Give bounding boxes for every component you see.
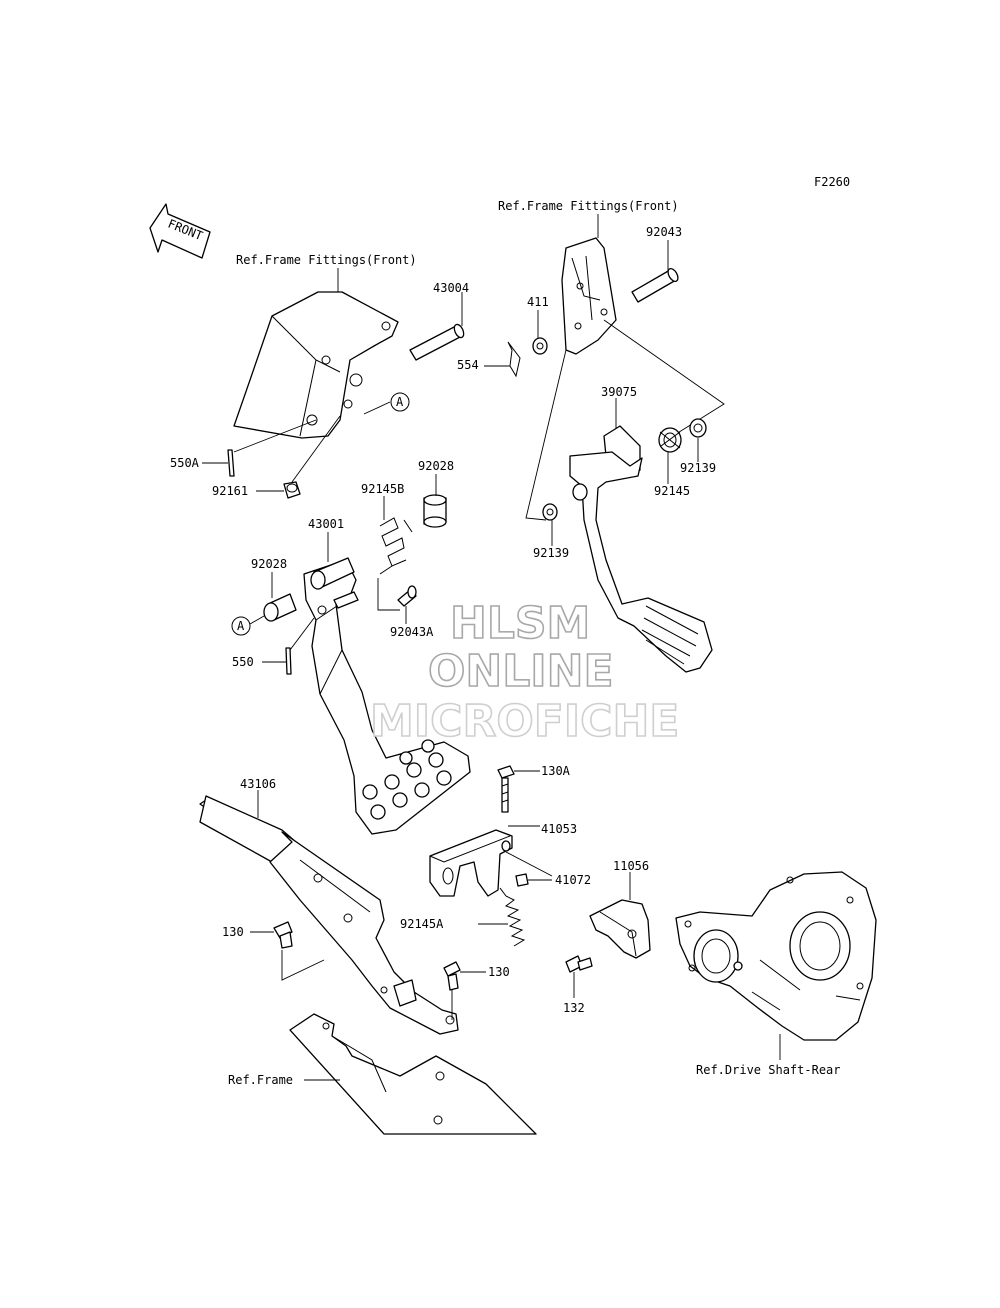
frame — [289, 1013, 537, 1135]
bracket-11056 — [589, 899, 651, 959]
label-92145B: 92145B — [361, 482, 404, 496]
ref-drive-shaft-rear: Ref.Drive Shaft-Rear — [696, 1063, 841, 1077]
label-130A: 130A — [541, 764, 571, 778]
label-92043: 92043 — [646, 225, 682, 239]
pin-92043 — [631, 267, 679, 303]
drive-shaft-housing — [675, 871, 877, 1041]
bolt-130-right — [443, 961, 461, 991]
bushing-92028-left — [263, 593, 297, 622]
label-43001: 43001 — [308, 517, 344, 531]
spring-92145B — [379, 517, 413, 575]
spring-92145 — [658, 427, 682, 453]
bolt-130A — [497, 765, 515, 813]
label-92139-upper: 92139 — [680, 461, 716, 475]
label-41053: 41053 — [541, 822, 577, 836]
parking-lever-43106 — [199, 795, 459, 1035]
label-130-left: 130 — [222, 925, 244, 939]
label-130-right: 130 — [488, 965, 510, 979]
bracket-41053 — [429, 829, 513, 897]
bolt-132 — [565, 955, 593, 973]
label-92043A: 92043A — [390, 625, 434, 639]
bushing-92139-lower — [542, 503, 558, 521]
label-550: 550 — [232, 655, 254, 669]
label-11056: 11056 — [613, 859, 649, 873]
label-92028-upper: 92028 — [418, 459, 454, 473]
label-550A: 550A — [170, 456, 200, 470]
bushing-92139-upper — [689, 418, 707, 438]
brake-pedal-hub — [310, 557, 359, 609]
label-92139-lower: 92139 — [533, 546, 569, 560]
label-132: 132 — [563, 1001, 585, 1015]
bushing-92028-upper — [423, 494, 447, 528]
accelerator-pedal — [569, 451, 713, 673]
front-arrow-icon: FRONT — [149, 203, 211, 259]
callout-a-left: A — [237, 619, 245, 633]
bolt-130-left — [273, 921, 293, 949]
label-41072: 41072 — [555, 873, 591, 887]
label-39075: 39075 — [601, 385, 637, 399]
label-411: 411 — [527, 295, 549, 309]
clip-554 — [507, 341, 521, 378]
label-554: 554 — [457, 358, 479, 372]
pin-92043A — [397, 585, 417, 607]
watermark: HLSM ONLINE MICROFICHE — [369, 597, 680, 748]
watermark-line3: MICROFICHE — [370, 696, 679, 747]
watermark-line2: ONLINE — [428, 646, 614, 697]
ref-frame: Ref.Frame — [228, 1073, 293, 1087]
watermark-line1: HLSM — [450, 598, 590, 649]
nut-92161 — [283, 481, 301, 499]
ref-frame-fittings-left: Ref.Frame Fittings(Front) — [236, 253, 417, 267]
label-92161: 92161 — [212, 484, 248, 498]
label-92145A: 92145A — [400, 917, 444, 931]
pin-43004 — [409, 323, 465, 361]
label-92028-left: 92028 — [251, 557, 287, 571]
brake-pedal-pad — [362, 739, 452, 820]
pedal-bracket-left — [233, 291, 399, 439]
figure-id: F2260 — [814, 175, 850, 189]
pedal-bracket-right — [561, 237, 617, 355]
label-43106: 43106 — [240, 777, 276, 791]
callout-a-upper: A — [396, 395, 404, 409]
nut-41072 — [515, 873, 529, 887]
label-92145: 92145 — [654, 484, 690, 498]
ref-frame-fittings-right: Ref.Frame Fittings(Front) — [498, 199, 679, 213]
washer-411 — [532, 337, 548, 355]
label-43004: 43004 — [433, 281, 469, 295]
spring-92145A — [499, 887, 526, 947]
